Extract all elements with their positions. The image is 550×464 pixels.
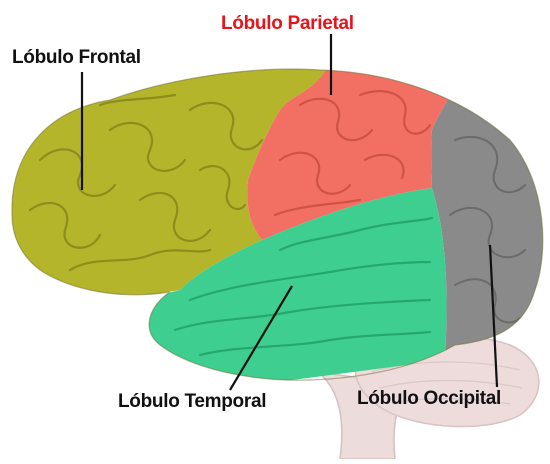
- occipital-lobe: [431, 60, 550, 360]
- temporal-lobe-label: Lóbulo Temporal: [118, 392, 266, 411]
- parietal-lobe-label: Lóbulo Parietal: [221, 14, 354, 33]
- occipital-lobe-label: Lóbulo Occipital: [357, 389, 501, 408]
- frontal-lobe-label: Lóbulo Frontal: [12, 48, 141, 67]
